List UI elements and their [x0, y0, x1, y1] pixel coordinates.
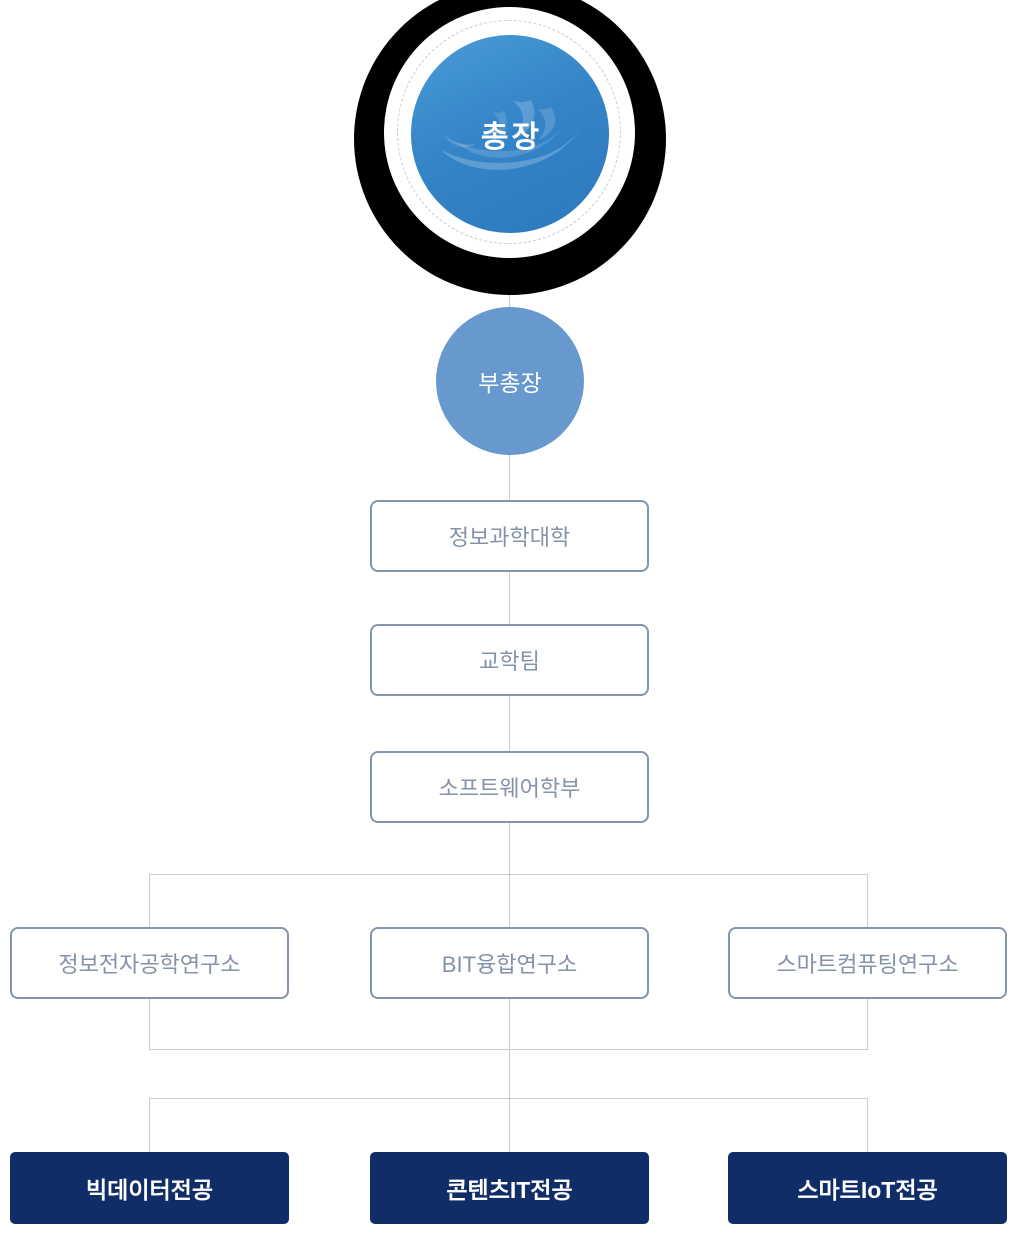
connector-line [509, 1098, 510, 1152]
node-research-institute-3: 스마트컴퓨팅연구소 [728, 927, 1007, 999]
connector-line [509, 572, 510, 624]
major-bigdata-label: 빅데이터전공 [86, 1177, 213, 1203]
university-wave-logo-icon [440, 99, 585, 170]
president-label: 총장 [480, 121, 543, 154]
connector-line [509, 874, 510, 927]
node-major-bigdata: 빅데이터전공 [10, 1152, 289, 1224]
vice-president-label: 부총장 [478, 370, 542, 396]
node-academic-team: 교학팀 [370, 624, 649, 696]
software-school-label: 소프트웨어학부 [438, 776, 581, 801]
connector-line [149, 1098, 150, 1152]
node-major-contents-it: 콘텐츠IT전공 [370, 1152, 649, 1224]
node-vice-president: 부총장 [436, 307, 584, 455]
connector-line [149, 1049, 868, 1050]
connector-line [149, 1098, 868, 1099]
node-college: 정보과학대학 [370, 500, 649, 572]
academic-team-label: 교학팀 [479, 649, 540, 674]
major-smart-iot-label: 스마트IoT전공 [797, 1177, 938, 1203]
college-label: 정보과학대학 [448, 525, 571, 550]
major-contents-it-label: 콘텐츠IT전공 [446, 1177, 573, 1203]
president-dashed-ring [397, 20, 621, 244]
node-president: 총장 [411, 35, 609, 233]
connector-line [149, 998, 150, 1049]
connector-line [867, 998, 868, 1049]
connector-line [509, 822, 510, 874]
connector-line [149, 874, 868, 875]
research-institute-3-label: 스마트컴퓨팅연구소 [776, 952, 959, 977]
connector-line [149, 874, 150, 927]
node-research-institute-2: BIT융합연구소 [370, 927, 649, 999]
connector-line [509, 293, 510, 308]
connector-line [867, 874, 868, 927]
node-major-smart-iot: 스마트IoT전공 [728, 1152, 1007, 1224]
node-software-school: 소프트웨어학부 [370, 751, 649, 823]
connector-line [509, 696, 510, 751]
connector-line [509, 455, 510, 500]
connector-line [867, 1098, 868, 1152]
connector-line [509, 998, 510, 1049]
research-institute-1-label: 정보전자공학연구소 [58, 952, 241, 977]
research-institute-2-label: BIT융합연구소 [441, 952, 578, 977]
node-research-institute-1: 정보전자공학연구소 [10, 927, 289, 999]
connector-line [509, 1049, 510, 1098]
